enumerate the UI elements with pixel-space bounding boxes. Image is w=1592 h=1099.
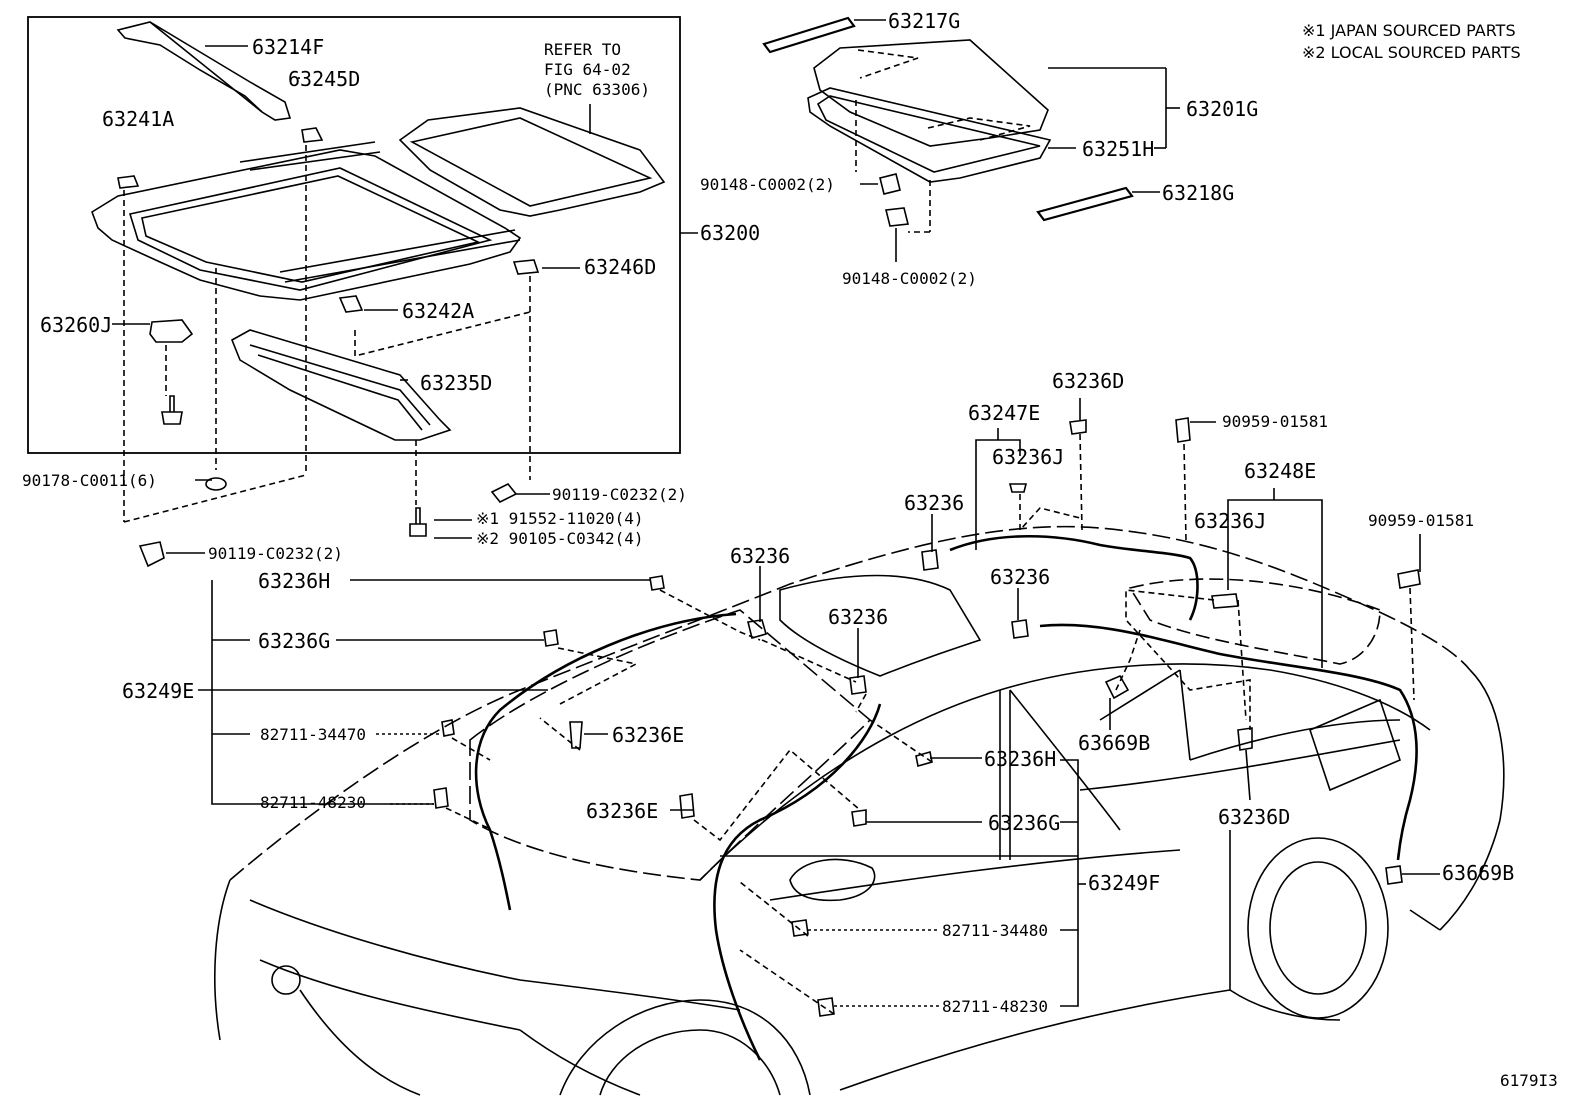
part-label-63251H: 63251H [1082,137,1155,161]
part-label-90105-C0342: ※2 90105-C0342(4) [476,529,644,548]
panel-63235D [230,329,452,441]
part-label-63236H-a: 63236H [258,569,331,593]
sunshade-panel [398,107,666,217]
part-label-63249E: 63249E [122,679,195,703]
part-label-90959-01581-b: 90959-01581 [1368,511,1474,530]
part-label-63236D-b: 63236D [1218,805,1291,829]
clip-63246D [512,259,540,275]
part-label-63235D: 63235D [420,371,493,395]
part-label-82711-48230-a: 82711-48230 [260,793,366,812]
part-label-63236G-b: 63236G [988,811,1061,835]
bolt-91552 [409,507,427,537]
drain-63260J [149,319,194,343]
note-local-sourced: ※2 LOCAL SOURCED PARTS [1302,43,1521,62]
part-label-63249F: 63249F [1088,871,1161,895]
part-label-82711-34470: 82711-34470 [260,725,366,744]
part-label-82711-34480: 82711-34480 [942,921,1048,940]
strip-63217G [762,16,856,54]
rail-63214F [116,21,292,121]
bolt-90178 [161,395,183,425]
refer-line-1: REFER TO [544,40,622,59]
part-label-63236J-b: 63236J [1194,509,1267,533]
refer-line-3: (PNC 63306) [544,80,650,99]
part-label-63247E: 63247E [968,401,1041,425]
part-label-63236-a: 63236 [904,491,965,515]
nut-90178 [205,477,227,491]
part-label-63260J: 63260J [40,313,113,337]
part-label-82711-48230-b: 82711-48230 [942,997,1048,1016]
part-label-63246D: 63246D [584,255,657,279]
part-label-63669B-b: 63669B [1442,861,1515,885]
part-label-63236G-a: 63236G [258,629,331,653]
part-label-90178-C0011: 90178-C0011(6) [22,471,157,490]
sunroof-frame-63200 [91,149,522,301]
car-body-outline [214,525,1505,1096]
bracket-63242A [338,295,364,313]
note-japan-sourced: ※1 JAPAN SOURCED PARTS [1302,21,1516,40]
strip-63218G [1036,186,1134,222]
part-label-63236D-top: 63236D [1052,369,1125,393]
part-label-63236H-b: 63236H [984,747,1057,771]
part-label-63245D: 63245D [288,67,361,91]
part-label-63236-d: 63236 [828,605,889,629]
glass-63201G [813,39,1049,147]
hose-63249E [474,612,737,911]
clip-63241A [117,175,140,189]
clip-63245D [301,127,324,143]
part-label-90148-C0002-b: 90148-C0002(2) [842,269,977,288]
refer-line-2: FIG 64-02 [544,60,631,79]
part-label-90959-01581-a: 90959-01581 [1222,412,1328,431]
part-label-63241A: 63241A [102,107,175,131]
part-label-90119-C0232-a: 90119-C0232(2) [552,485,687,504]
part-label-63248E: 63248E [1244,459,1317,483]
figure-number: 6179I3 [1500,1071,1558,1090]
sunroof-group-box [27,16,681,454]
part-label-90148-C0002-a: 90148-C0002(2) [700,175,835,194]
screw-90148a [879,173,901,195]
hose-63248E [1039,623,1418,861]
part-label-90119-C0232-b: 90119-C0232(2) [208,544,343,563]
part-label-63236-b: 63236 [730,544,791,568]
part-label-63236E-b: 63236E [586,799,659,823]
hose-63249F [713,703,882,1061]
part-label-63669B-a: 63669B [1078,731,1151,755]
screw-90148b [885,207,909,227]
part-label-63236J-a: 63236J [992,445,1065,469]
part-label-63236-c: 63236 [990,565,1051,589]
part-label-63200: 63200 [700,221,761,245]
hose-63247E [949,535,1199,621]
part-label-63217G: 63217G [888,9,961,33]
part-label-63236E-a: 63236E [612,723,685,747]
part-label-63218G: 63218G [1162,181,1235,205]
part-label-63201G: 63201G [1186,97,1259,121]
part-label-63242A: 63242A [402,299,475,323]
nut-90119 [490,482,518,504]
part-label-63214F: 63214F [252,35,325,59]
part-label-91552-11020: ※1 91552-11020(4) [476,509,644,528]
bolt-90119b [138,541,165,568]
